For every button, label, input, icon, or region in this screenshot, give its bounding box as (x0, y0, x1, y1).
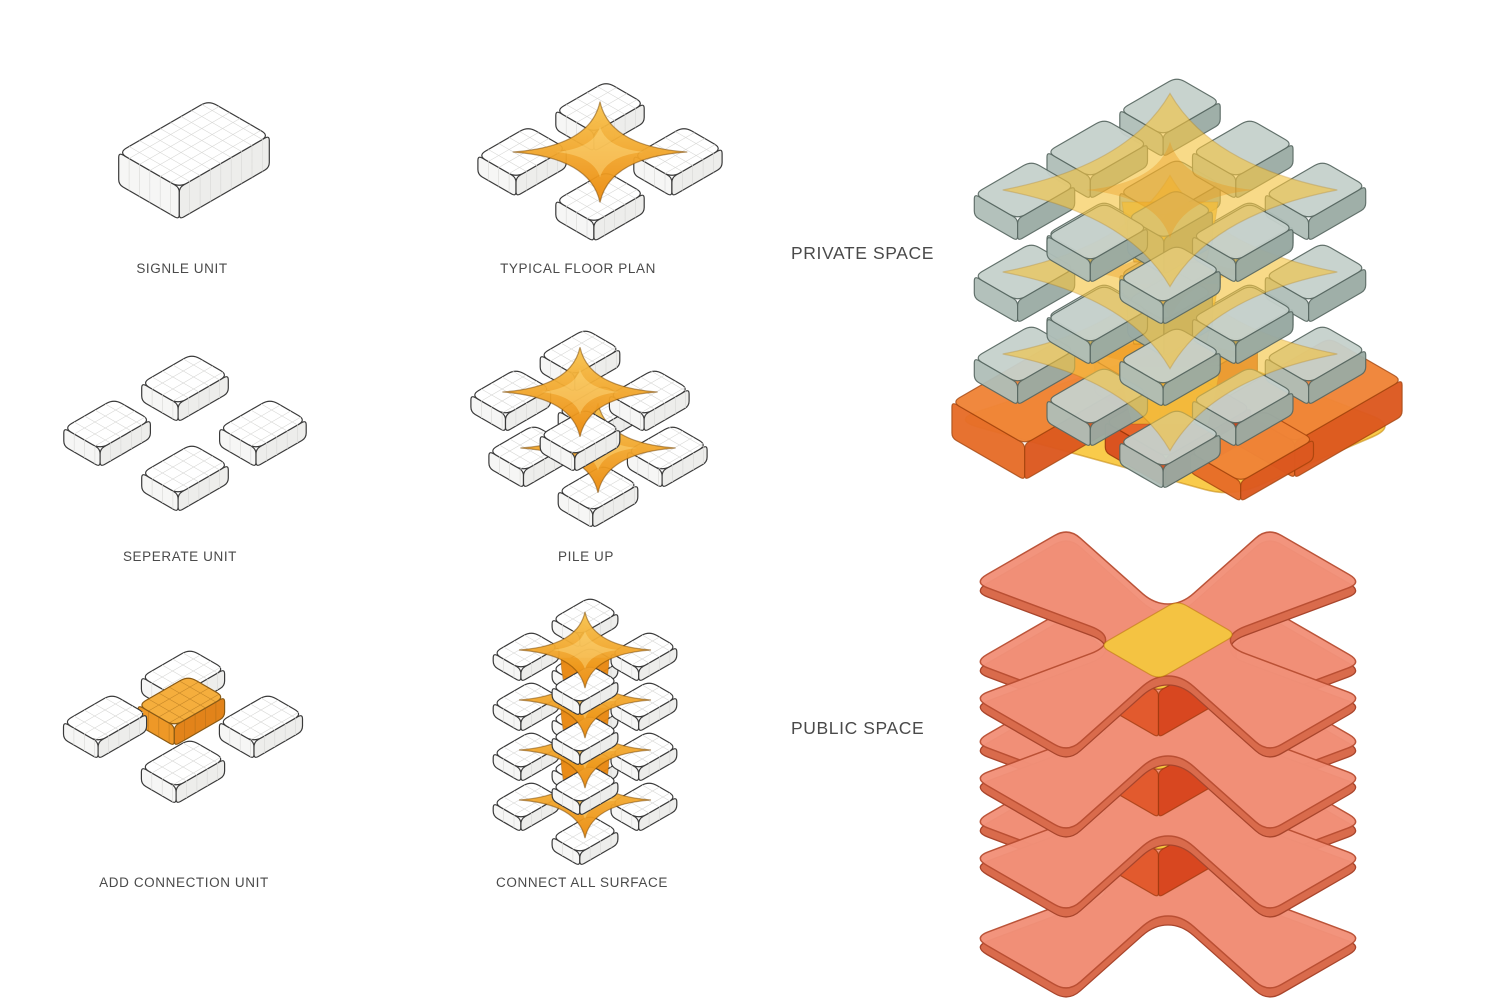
single-unit-figure (118, 102, 270, 219)
seperate-unit-label: SEPERATE UNIT (122, 549, 238, 564)
typical-floor-plan-figure (477, 83, 723, 241)
single-unit-label: SIGNLE UNIT (136, 261, 228, 276)
private-space-figure (951, 78, 1403, 501)
typical-floor-plan-label: TYPICAL FLOOR PLAN (500, 261, 656, 276)
private-space-label: PRIVATE SPACE (791, 243, 934, 263)
pile-up-label: PILE UP (558, 549, 614, 564)
seperate-unit-figure (63, 355, 307, 511)
pile-up-figure (470, 330, 708, 527)
public-space-label: PUBLIC SPACE (791, 718, 925, 738)
public-space-figure (979, 531, 1357, 998)
add-connection-unit-label: ADD CONNECTION UNIT (99, 875, 269, 890)
connect-all-surface-label: CONNECT ALL SURFACE (496, 875, 668, 890)
connect-all-surface-figure (492, 598, 678, 865)
add-connection-unit-figure (62, 650, 304, 803)
